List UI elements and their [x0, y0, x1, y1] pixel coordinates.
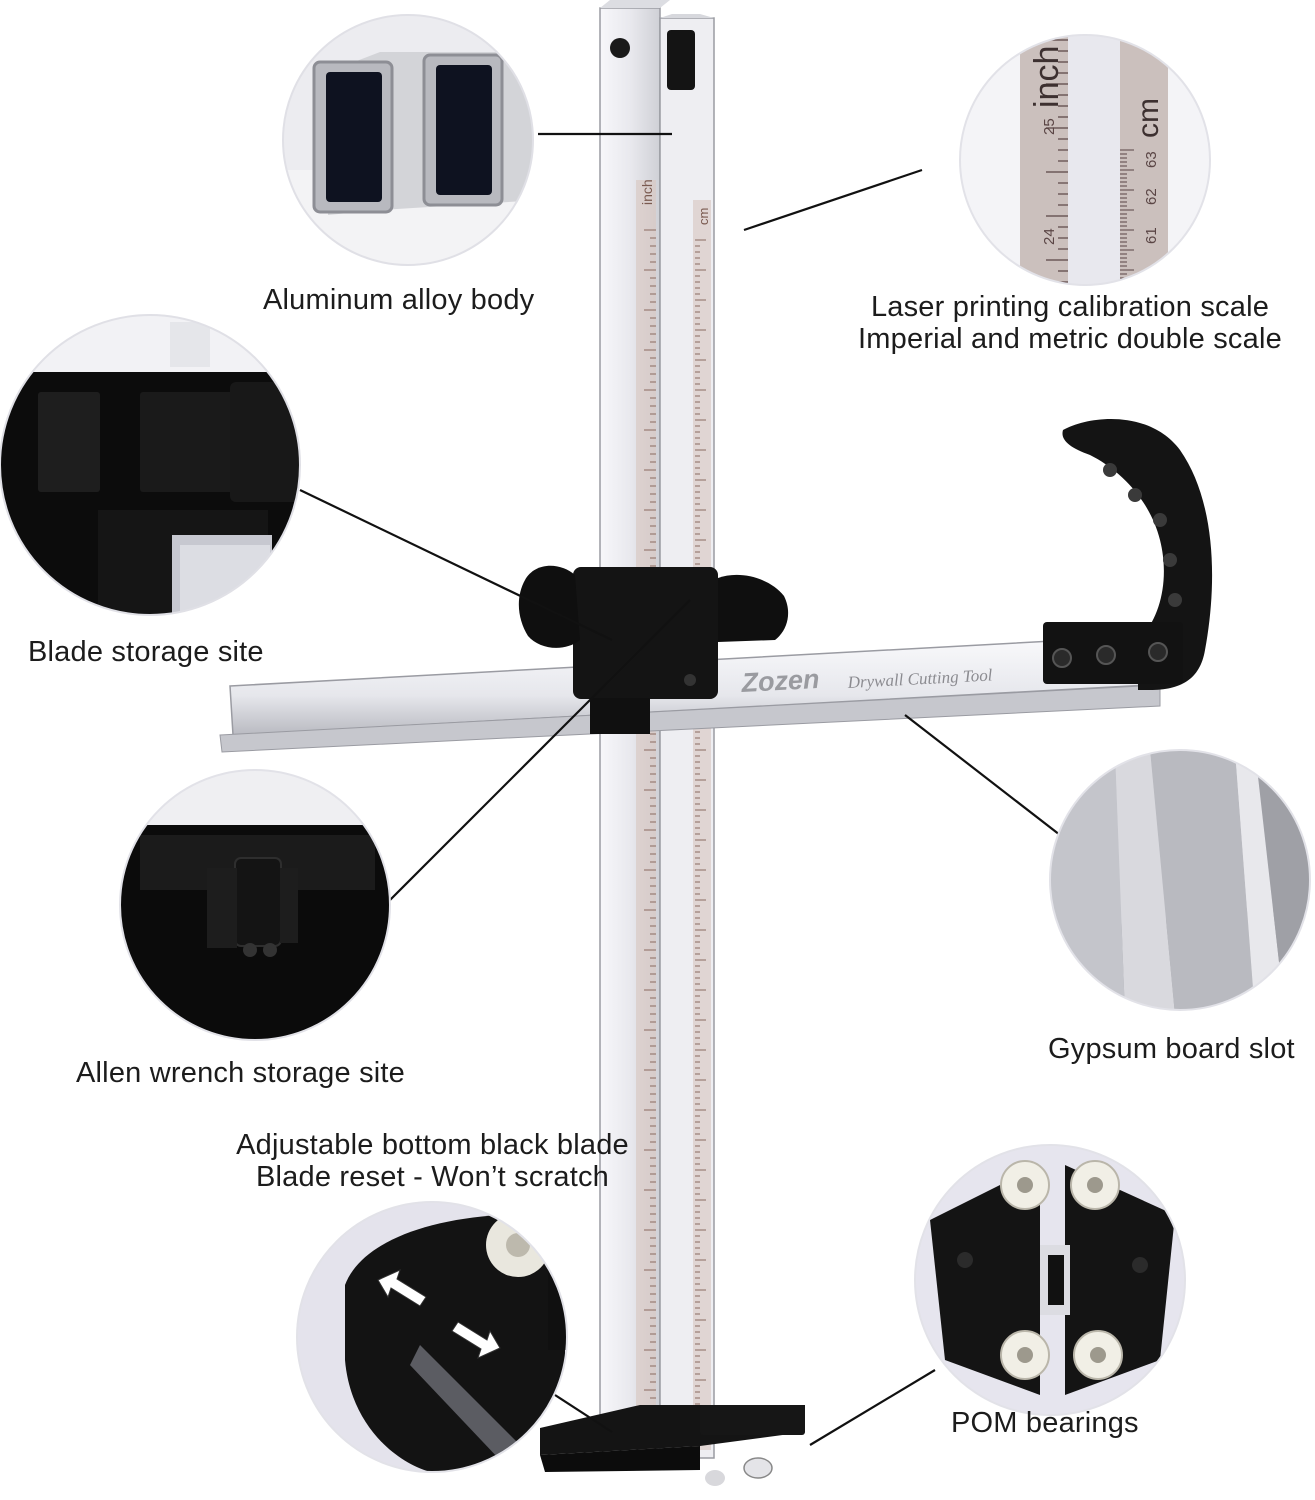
vertical-rail [599, 0, 715, 1459]
callout-gypsum-slot: Gypsum board slot [1048, 1033, 1295, 1065]
blade-storage-closeup [0, 315, 300, 615]
callout-scale-line1: Laser printing calibration scale [870, 291, 1270, 323]
closeup-cm-62: 62 [1143, 188, 1160, 205]
ruler-unit-cm: cm [696, 208, 711, 225]
pom-bearings-closeup [915, 1145, 1185, 1415]
closeup-cm-61: 61 [1143, 227, 1160, 244]
foot [540, 1405, 805, 1486]
callout-blade-line2: Blade reset - Won’t scratch [255, 1161, 609, 1193]
blade-closeup [297, 1202, 567, 1472]
handle [1043, 418, 1213, 690]
callout-allen-wrench: Allen wrench storage site [76, 1057, 405, 1089]
closeup-cm-63: 63 [1143, 151, 1160, 168]
closeup-unit-cm: cm [1132, 98, 1165, 138]
callout-blade-line1: Adjustable bottom black blade [236, 1129, 629, 1161]
gypsum-slot-closeup [1050, 750, 1310, 1010]
ruler-ticks [644, 229, 706, 1439]
clamp-block [518, 565, 789, 734]
callout-pom-bearings: POM bearings [951, 1407, 1139, 1439]
closeup-unit-inch: inch [1028, 46, 1066, 108]
callout-scale-line2: Imperial and metric double scale [858, 323, 1282, 355]
callout-aluminum-body: Aluminum alloy body [263, 284, 535, 316]
double-arrow-icon [377, 1269, 501, 1359]
closeup-inch-25: 25 [1041, 118, 1058, 135]
allen-wrench-closeup [120, 770, 390, 1040]
callout-blade-storage: Blade storage site [28, 636, 264, 668]
brand-logo: Zozen [740, 664, 820, 698]
scale-closeup: inch cm 25 24 63 62 61 [960, 35, 1210, 285]
closeup-inch-24: 24 [1041, 228, 1058, 245]
leader-lines [299, 132, 1061, 1446]
ruler-unit-inch: inch [639, 179, 655, 205]
